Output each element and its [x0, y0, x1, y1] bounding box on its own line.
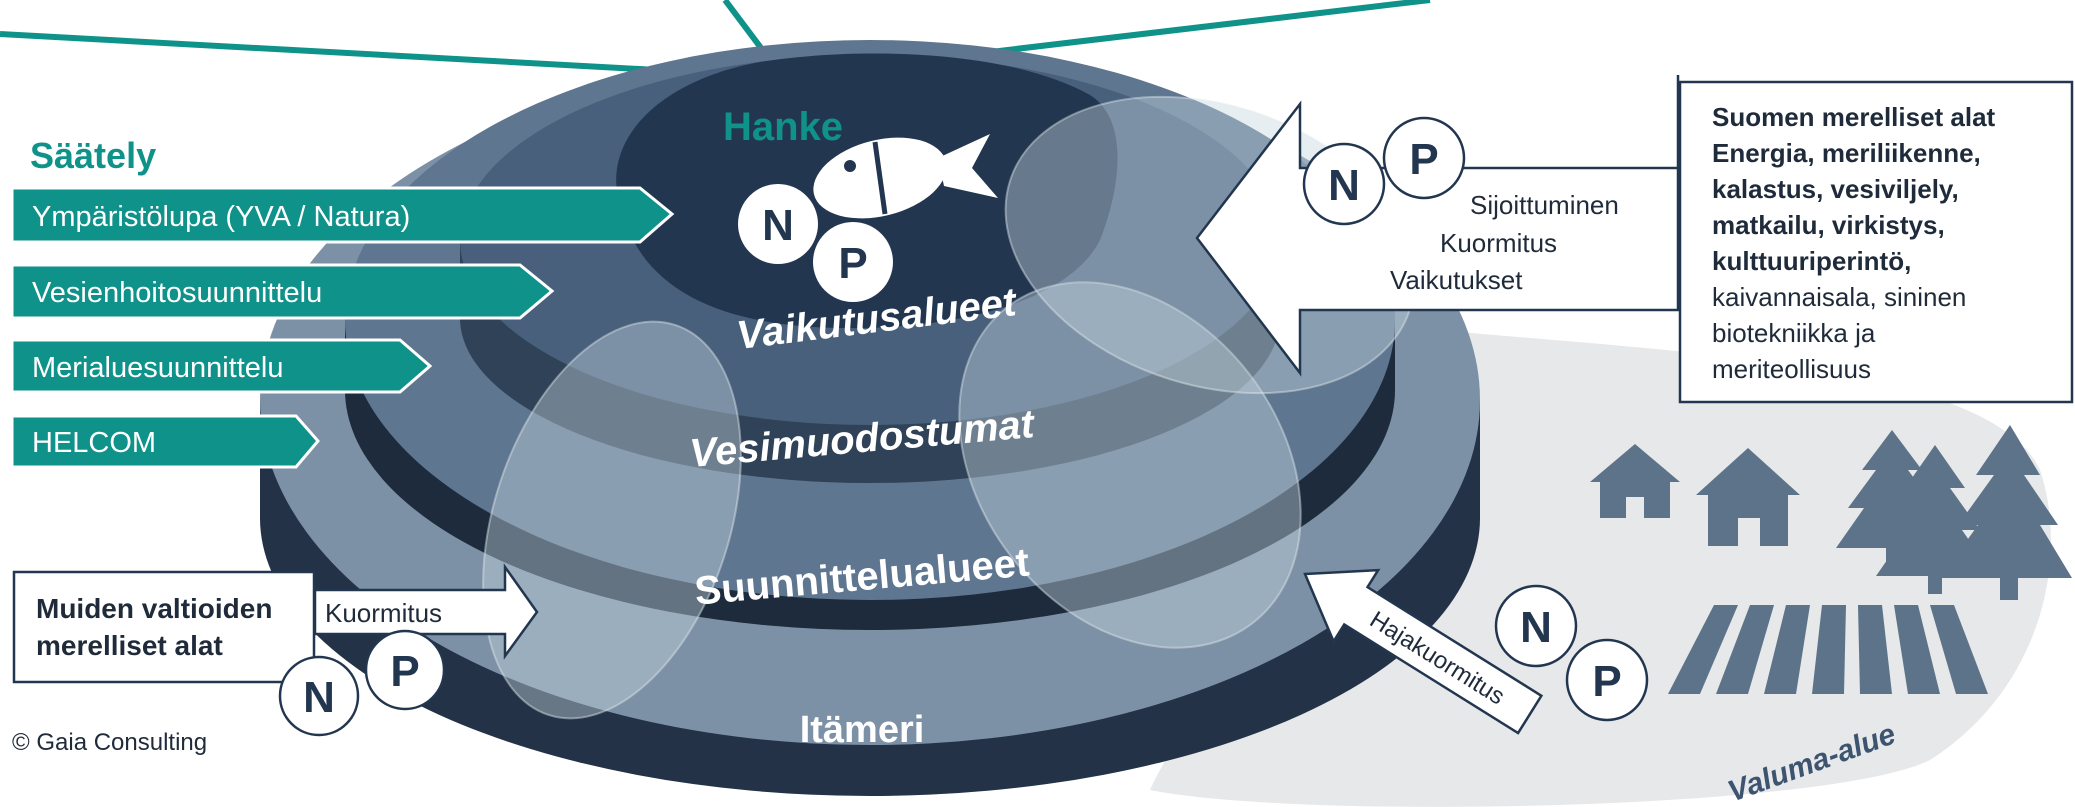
sectors-line-7: biotekniikka ja: [1712, 318, 1876, 348]
nutrients-other-states: N P: [278, 629, 446, 737]
house-icon: [1696, 448, 1800, 546]
regulation-item-2: Vesienhoitosuunnittelu: [32, 277, 322, 309]
svg-text:P: P: [1409, 135, 1438, 184]
tree-icon: [1940, 425, 2072, 600]
copyright: © Gaia Consulting: [12, 729, 207, 756]
pressure-load: Kuormitus: [1440, 228, 1557, 258]
regulation-arrow-1: [10, 186, 675, 244]
pressure-arrow-right: [1195, 75, 1680, 377]
other-states-arrow: [313, 563, 539, 660]
fish-icon: [813, 134, 998, 219]
sectors-text: Suomen merelliset alat Energia, meriliik…: [1712, 102, 1996, 384]
n-bubble: [1302, 142, 1386, 226]
n-bubble: [1494, 584, 1578, 668]
label-hanke: Hanke: [723, 105, 843, 149]
regulation-arrow-4: [10, 414, 320, 469]
pressure-siting: Sijoittuminen: [1470, 190, 1619, 220]
field-icon: [1668, 605, 1988, 694]
svg-text:P: P: [390, 647, 419, 696]
other-states-line-1: Muiden valtioiden: [36, 593, 272, 624]
regulation-arrow-3: [10, 338, 433, 394]
sectors-line-2: Energia, meriliikenne,: [1712, 138, 1981, 168]
sectors-line-6: kaivannaisala, sininen: [1712, 282, 1966, 312]
svg-text:N: N: [1520, 603, 1552, 652]
other-states-line-2: merelliset alat: [36, 630, 223, 661]
regulation-item-4: HELCOM: [32, 427, 156, 459]
sectors-line-3: kalastus, vesiviljely,: [1712, 174, 1959, 204]
regulation-arrows: [10, 186, 675, 469]
other-states-load: Kuormitus: [325, 598, 442, 628]
regulation-item-3: Merialuesuunnittelu: [32, 352, 283, 384]
svg-text:N: N: [762, 201, 794, 250]
label-itameri: Itämeri: [800, 709, 925, 751]
pressure-effects: Vaikutukset: [1390, 265, 1523, 295]
svg-text:P: P: [838, 239, 867, 288]
sectors-line-5: kulttuuriperintö,: [1712, 246, 1911, 276]
pressure-labels: Sijoittuminen Kuormitus Vaikutukset: [1390, 190, 1619, 295]
sectors-line-4: matkailu, virkistys,: [1712, 210, 1945, 240]
regulation-title: Säätely: [30, 135, 156, 176]
svg-text:N: N: [303, 673, 335, 722]
regulation-arrow-2: [10, 263, 555, 320]
n-bubble: [278, 655, 360, 737]
other-states-box: [12, 570, 316, 684]
p-bubble: [1565, 638, 1649, 722]
svg-text:N: N: [1328, 161, 1360, 210]
p-bubble: [813, 222, 893, 302]
nutrients-project: N P: [738, 184, 893, 302]
p-bubble: [364, 629, 446, 711]
n-bubble: [738, 184, 818, 264]
sectors-line-1: Suomen merelliset alat: [1712, 102, 1996, 132]
sectors-line-8: meriteollisuus: [1712, 354, 1871, 384]
nutrients-diffuse: N P: [1494, 584, 1649, 722]
house-icon: [1590, 444, 1680, 518]
nutrients-sectors: N P: [1302, 116, 1466, 226]
p-bubble: [1382, 116, 1466, 200]
sectors-box: [1678, 80, 2074, 404]
svg-text:P: P: [1592, 657, 1621, 706]
regulation-item-1: Ympäristölupa (YVA / Natura): [32, 201, 410, 233]
